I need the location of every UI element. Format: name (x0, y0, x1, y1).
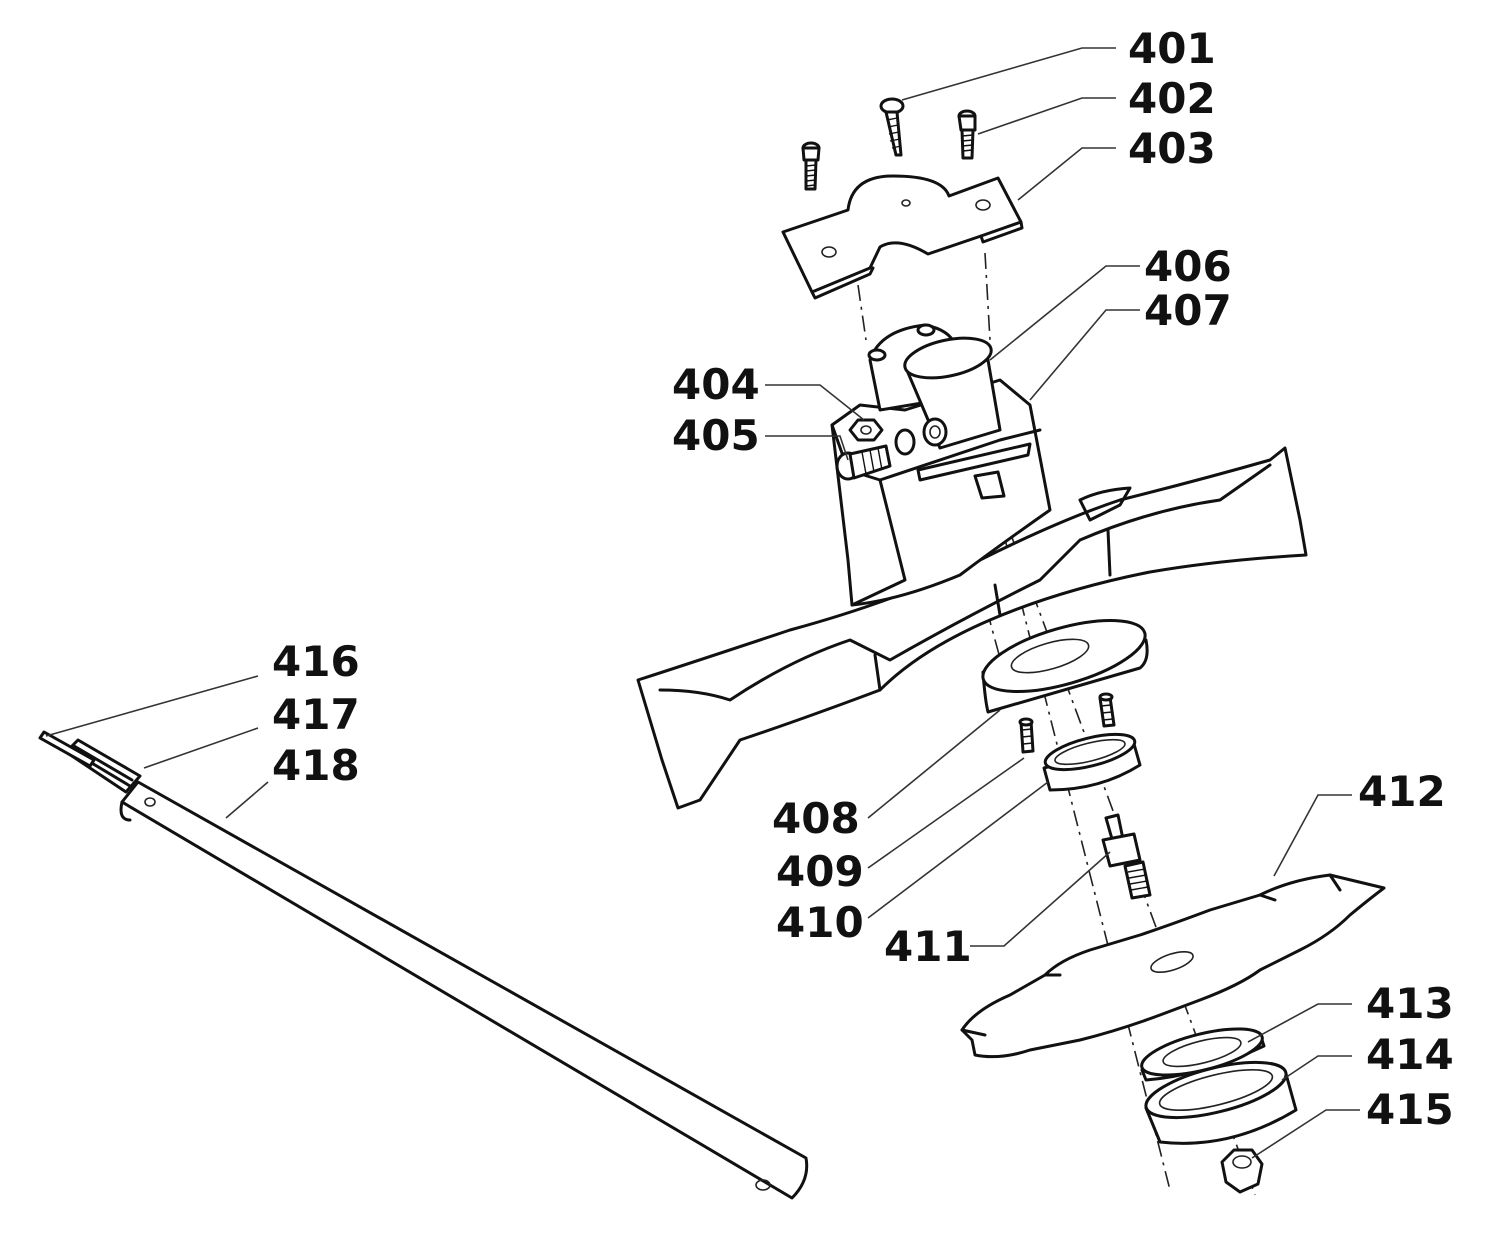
leader-lines (45, 47, 1360, 1159)
label-401: 401 (1128, 24, 1216, 73)
label-415: 415 (1366, 1085, 1454, 1134)
label-411: 411 (884, 922, 972, 971)
label-414: 414 (1366, 1030, 1454, 1079)
part-415-nut (1220, 1148, 1264, 1194)
label-408: 408 (772, 794, 860, 843)
part-418-drive-tube (119, 780, 809, 1200)
part-411-spindle (1101, 813, 1152, 900)
label-418: 418 (272, 741, 360, 790)
trimmer-guard (636, 446, 1308, 810)
label-406: 406 (1144, 242, 1232, 291)
label-416: 416 (272, 637, 360, 686)
label-413: 413 (1366, 979, 1454, 1028)
part-406-tube-socket (903, 336, 1032, 500)
label-417: 417 (272, 690, 360, 739)
part-408-bearing-cap (981, 618, 1149, 714)
part-414-cup-washer (1144, 1060, 1298, 1145)
label-402: 402 (1128, 74, 1216, 123)
part-409-screws (1018, 692, 1116, 754)
label-405: 405 (672, 411, 760, 460)
clamp-screw-left (801, 141, 821, 191)
label-412: 412 (1358, 767, 1446, 816)
part-404-nut (848, 417, 948, 456)
part-412-blade (960, 873, 1386, 1059)
label-409: 409 (776, 847, 864, 896)
part-417-bushing (64, 738, 142, 794)
label-407: 407 (1144, 286, 1232, 335)
part-401-screw (879, 97, 905, 157)
label-404: 404 (672, 360, 760, 409)
part-403-clamp-bracket (781, 174, 1024, 300)
part-410-collar (1042, 732, 1142, 792)
part-416-drive-shaft (38, 730, 96, 768)
label-410: 410 (776, 898, 864, 947)
part-number-labels: 401 402 403 404 405 406 407 408 409 410 … (272, 24, 1454, 1134)
part-405-bolt (835, 444, 892, 481)
label-403: 403 (1128, 124, 1216, 173)
part-402-cap-screw (957, 109, 977, 160)
